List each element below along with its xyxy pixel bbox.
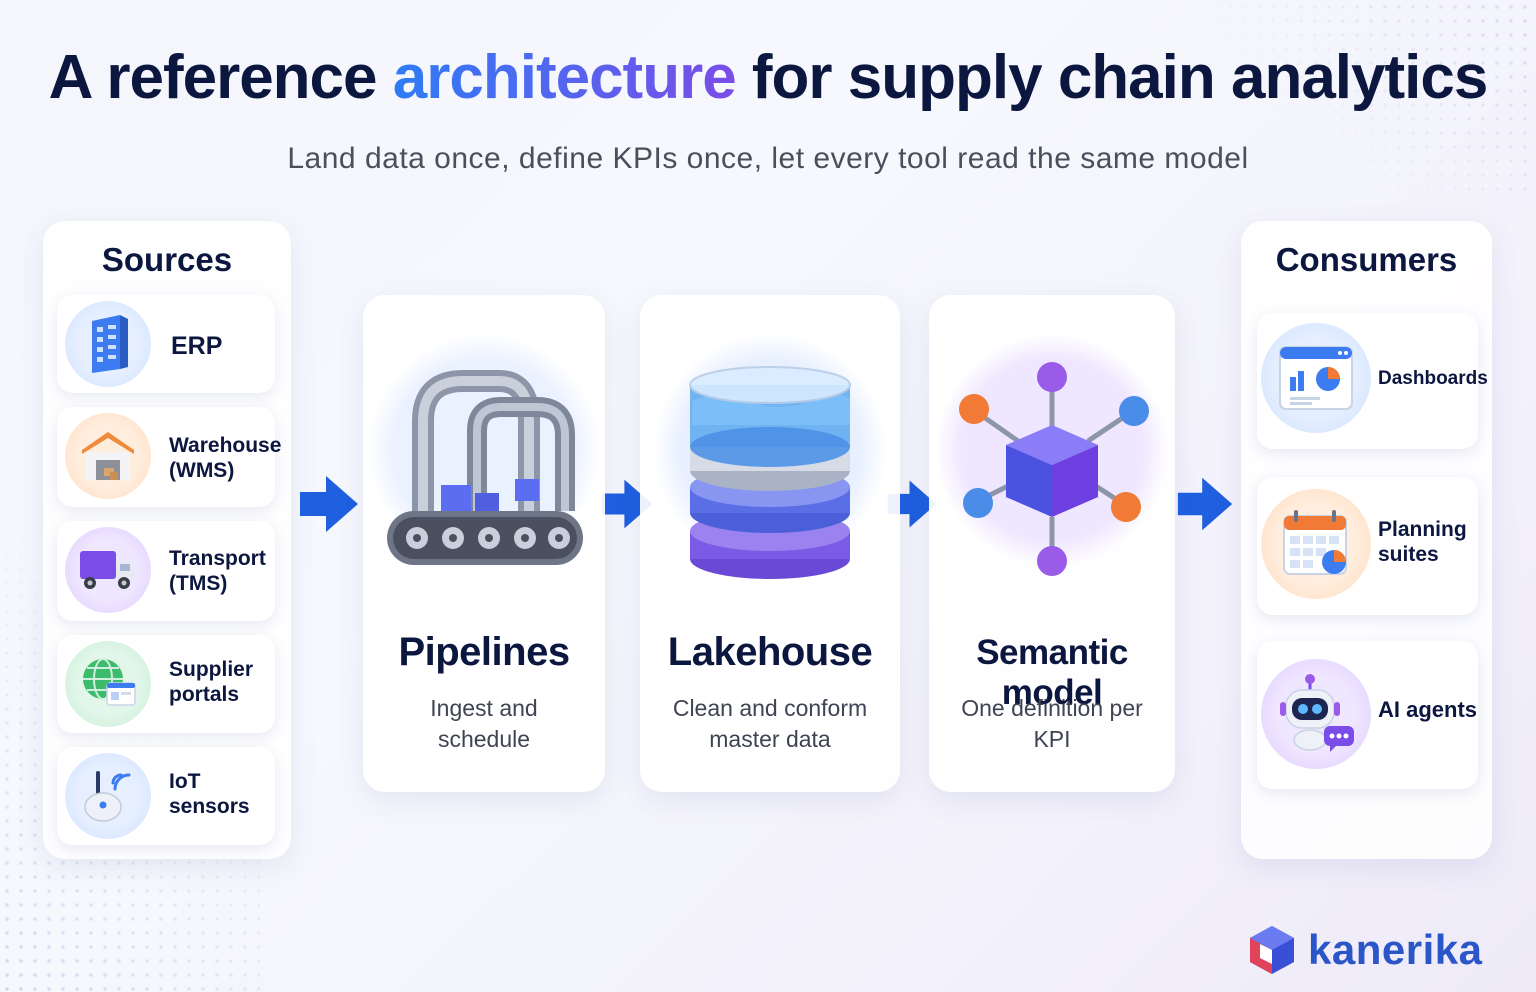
consumers-title: Consumers — [1275, 241, 1458, 278]
consumer-label-line1: Dashboards — [1378, 368, 1488, 389]
stage-title: Pipelines — [398, 630, 570, 674]
arrow-right-icon — [1177, 477, 1233, 531]
source-label: Transport (TMS) — [169, 546, 266, 596]
stage-semantic-model[interactable]: Semantic model One definition per KPI — [929, 295, 1175, 792]
consumer-item-dashboards[interactable]: Dashboards — [1257, 313, 1488, 449]
sources-panel: Sources ERP Warehouse (W — [43, 221, 291, 859]
source-label-line2: portals — [169, 683, 240, 707]
title-prefix: A reference — [48, 43, 393, 112]
source-label-line1: Supplier — [169, 658, 254, 681]
pipeline-icon — [387, 370, 583, 565]
brand-name: kanerika — [1308, 926, 1483, 973]
source-label: IoT sensors — [169, 769, 250, 819]
source-label-line1: Warehouse — [169, 434, 282, 457]
source-label: Supplier portals — [169, 657, 253, 707]
title-accent: architecture — [392, 43, 737, 112]
consumer-label: AI agents — [1378, 697, 1477, 723]
source-label-line1: Transport — [169, 547, 266, 570]
database-icon — [689, 366, 851, 579]
source-label: Warehouse (WMS) — [169, 433, 281, 483]
source-label-line1: ERP — [171, 332, 223, 360]
kanerika-logo-icon — [1250, 926, 1294, 974]
source-label-line2: (TMS) — [169, 572, 228, 596]
source-item-transport[interactable]: Transport (TMS) — [57, 521, 275, 621]
consumer-label: Dashboards — [1378, 368, 1488, 391]
source-item-erp[interactable]: ERP — [57, 295, 275, 393]
source-label: ERP — [171, 331, 222, 361]
stage-subtitle: Clean and conform master data — [660, 693, 880, 755]
brand-logo: kanerika — [1246, 922, 1482, 978]
source-item-iot-sensors[interactable]: IoT sensors — [57, 747, 275, 845]
consumer-label: Planning suites — [1378, 517, 1467, 567]
stage-title: Lakehouse — [667, 630, 873, 674]
stage-subtitle-line1: Ingest and schedule — [430, 695, 538, 753]
sources-title: Sources — [101, 241, 233, 278]
consumer-label-line1: AI agents — [1378, 697, 1478, 722]
truck-icon — [65, 527, 151, 613]
stage-subtitle: One definition per KPI — [949, 693, 1155, 755]
cube-icon — [959, 362, 1149, 576]
calendar-icon — [1261, 489, 1371, 599]
source-label-line1: IoT — [169, 770, 201, 793]
source-item-supplier-portals[interactable]: Supplier portals — [57, 635, 275, 733]
source-item-warehouse[interactable]: Warehouse (WMS) — [57, 407, 281, 507]
page-title: A reference architecture for supply chai… — [0, 42, 1536, 113]
warehouse-icon — [65, 413, 151, 499]
stage-lakehouse[interactable]: Lakehouse Clean and conform master data — [640, 295, 900, 792]
robot-icon — [1261, 659, 1371, 769]
arrow-right-icon — [300, 476, 358, 532]
consumer-item-planning-suites[interactable]: Planning suites — [1257, 477, 1478, 615]
stage-subtitle-line2: master data — [709, 726, 831, 753]
globe-icon — [65, 641, 151, 727]
sensor-icon — [65, 753, 151, 839]
arrow-right-icon — [887, 480, 937, 528]
stage-subtitle: Ingest and schedule — [383, 693, 585, 755]
source-label-line2: sensors — [169, 795, 250, 819]
dashboard-icon — [1261, 323, 1371, 433]
source-label-line2: (WMS) — [169, 459, 235, 483]
consumer-item-ai-agents[interactable]: AI agents — [1257, 641, 1478, 789]
consumers-panel: Consumers Dashboards — [1241, 221, 1492, 859]
stage-pipelines[interactable]: Pipelines Ingest and schedule — [363, 295, 605, 792]
page-subtitle: Land data once, define KPIs once, let ev… — [287, 142, 1249, 175]
title-suffix: for supply chain analytics — [735, 43, 1488, 112]
stage-subtitle-line1: One definition per KPI — [961, 695, 1143, 753]
building-icon — [65, 301, 151, 387]
consumer-label-line1: Planning — [1378, 518, 1467, 541]
stage-subtitle-line1: Clean and conform — [672, 695, 868, 721]
background-dots-right — [1196, 0, 1536, 200]
arrow-right-icon — [601, 479, 653, 529]
consumer-label-line2: suites — [1378, 543, 1439, 567]
stage-title: Semantic model — [976, 633, 1128, 712]
